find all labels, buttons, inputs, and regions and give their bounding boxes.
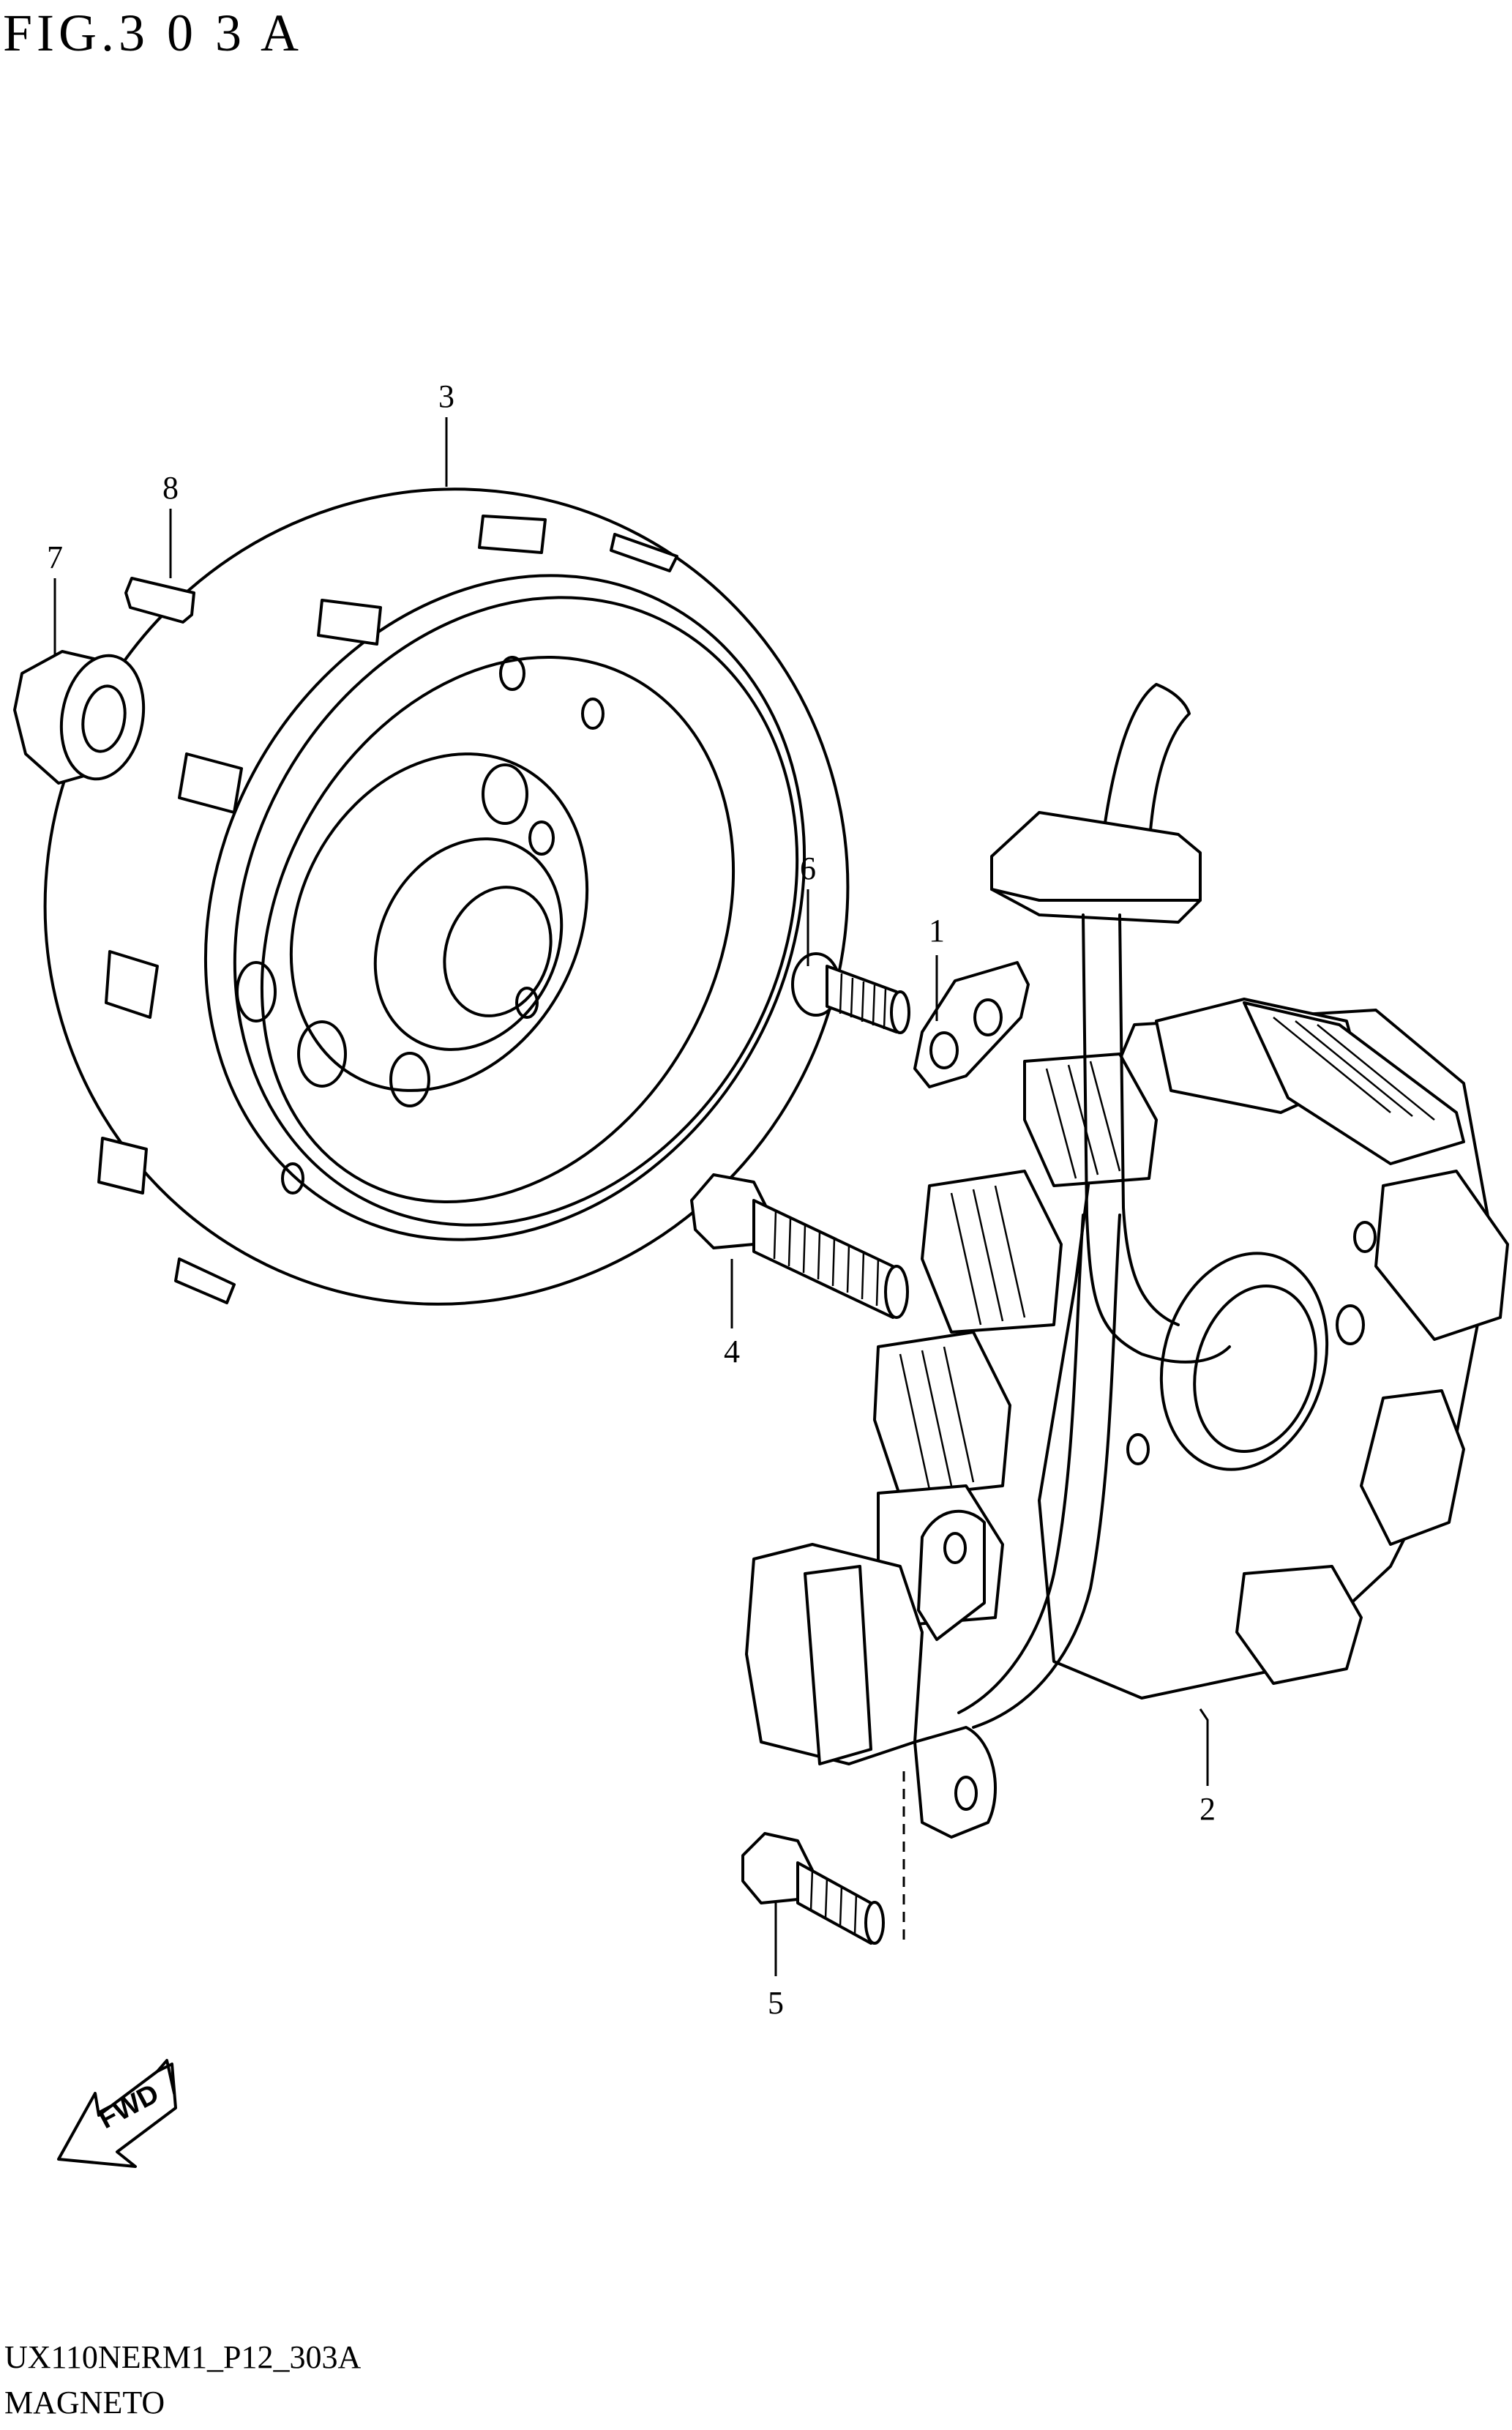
callout-1: 1 [929,913,945,949]
callout-leaders [53,417,1209,1976]
callout-6: 6 [800,850,816,886]
callout-5: 5 [768,1985,784,2021]
drawing-code: UX110NERM1_P12_303A [4,2339,362,2375]
callout-3: 3 [438,378,454,414]
clamp-part-1 [913,961,1030,1088]
stator-part-2 [745,683,1509,1940]
fwd-arrow-icon [57,2059,177,2168]
screw-part-6 [791,952,910,1034]
key-part-8 [124,577,195,624]
nut-part-7 [13,650,146,785]
callout-8: 8 [162,470,179,506]
flywheel-rotor-part-3 [43,487,850,1306]
figure-title: FIG.3 0 3 A [3,4,304,62]
callout-4: 4 [724,1334,740,1369]
screw-part-5 [741,1832,885,1945]
section-name: MAGNETO [4,2385,165,2420]
callout-2: 2 [1200,1791,1216,1827]
bolt-part-4 [690,1173,909,1319]
callout-7: 7 [47,539,63,575]
